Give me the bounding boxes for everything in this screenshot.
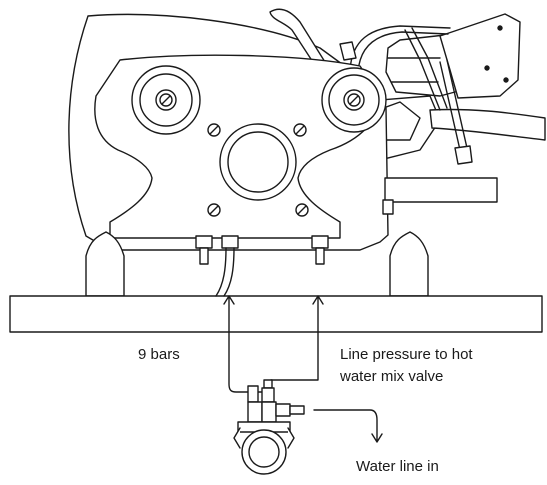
label-9-bars: 9 bars [138, 346, 180, 363]
bottom-fittings [195, 235, 329, 297]
left-leg [85, 231, 125, 297]
right-gauge [321, 67, 387, 133]
side-box [384, 177, 498, 203]
center-window [219, 123, 297, 201]
valve-assembly [233, 379, 305, 475]
screws [207, 123, 309, 217]
right-leg [389, 231, 429, 297]
left-gauge [131, 65, 201, 135]
side-step [382, 199, 394, 215]
side-unit [377, 13, 521, 161]
base-platform [9, 295, 543, 333]
steam-handle [429, 108, 546, 141]
label-line-pressure: Line pressure to hot water mix valve [340, 346, 473, 385]
steam-pipes [339, 25, 473, 165]
label-water-line-in: Water line in [356, 458, 439, 475]
